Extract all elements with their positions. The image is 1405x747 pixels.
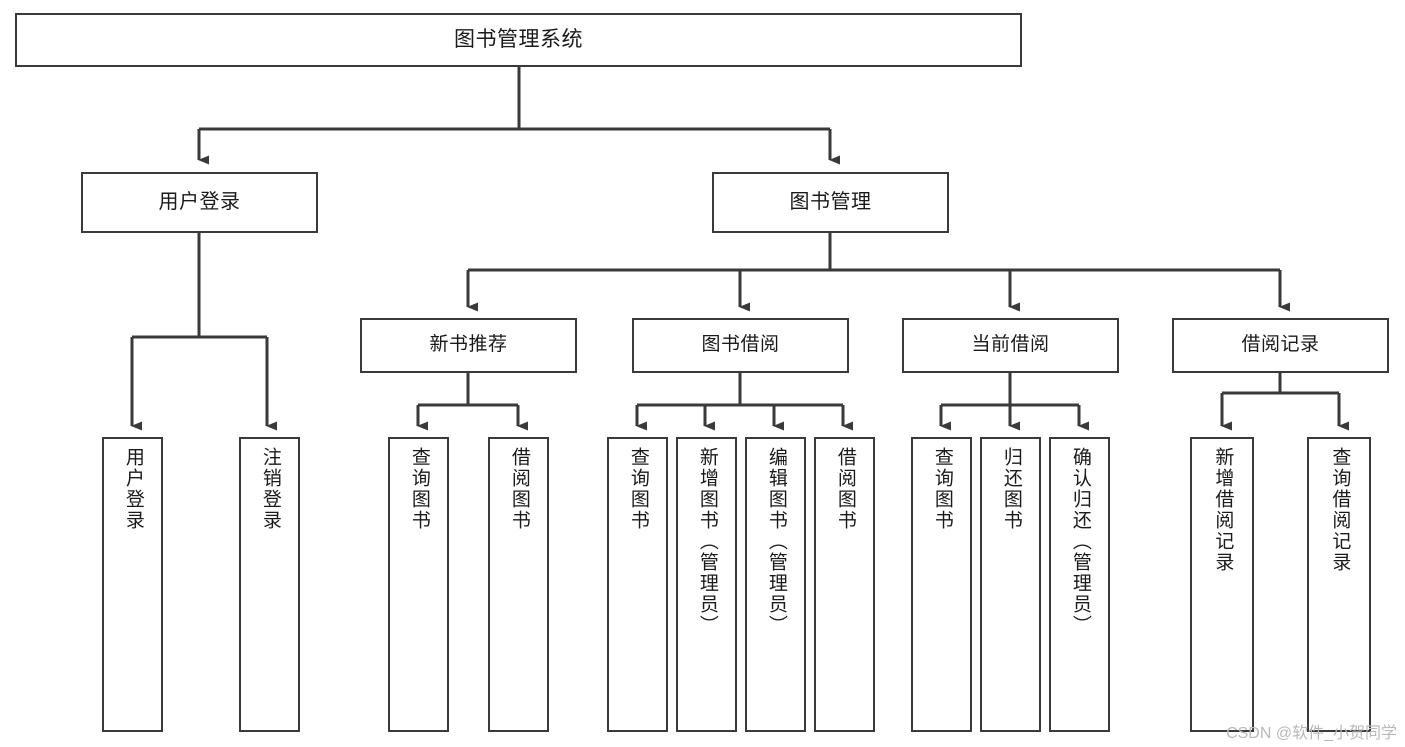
leaf-current-borrow-return-book[interactable]: 归还图书 bbox=[980, 437, 1041, 732]
node-book-borrow[interactable]: 图书借阅 bbox=[632, 318, 849, 373]
node-user-login[interactable]: 用户登录 bbox=[81, 172, 318, 233]
leaf-book-borrow-query-book[interactable]: 查询图书 bbox=[607, 437, 668, 732]
node-label: 当前借阅 bbox=[971, 334, 1050, 356]
node-label: 用户登录 bbox=[122, 447, 144, 531]
node-new-book-recommend[interactable]: 新书推荐 bbox=[360, 318, 577, 373]
node-label: 借阅图书 bbox=[834, 447, 856, 531]
node-label: 图书管理系统 bbox=[454, 27, 583, 51]
node-label: 借阅图书 bbox=[508, 447, 530, 531]
node-label: 查询图书 bbox=[408, 447, 430, 531]
leaf-user-login-login[interactable]: 用户登录 bbox=[102, 437, 163, 732]
leaf-new-book-query-book[interactable]: 查询图书 bbox=[388, 437, 449, 732]
node-label: 新增借阅记录 bbox=[1212, 447, 1234, 573]
node-label: 图书管理 bbox=[789, 190, 872, 213]
node-root-system[interactable]: 图书管理系统 bbox=[15, 13, 1022, 67]
node-book-management[interactable]: 图书管理 bbox=[712, 172, 949, 233]
node-label: 用户登录 bbox=[158, 190, 241, 213]
node-borrow-record[interactable]: 借阅记录 bbox=[1172, 318, 1389, 373]
node-label: 图书借阅 bbox=[701, 334, 780, 356]
node-label: 查询借阅记录 bbox=[1329, 447, 1351, 573]
leaf-new-book-borrow-book[interactable]: 借阅图书 bbox=[488, 437, 549, 732]
leaf-borrow-record-query-record[interactable]: 查询借阅记录 bbox=[1307, 437, 1371, 732]
node-label: 借阅记录 bbox=[1241, 334, 1320, 356]
node-label: 查询图书 bbox=[627, 447, 649, 531]
leaf-user-login-logout[interactable]: 注销登录 bbox=[239, 437, 300, 732]
node-label: 新增图书（管理员） bbox=[696, 447, 718, 636]
leaf-book-borrow-add-book[interactable]: 新增图书（管理员） bbox=[676, 437, 737, 732]
leaf-current-borrow-query-book[interactable]: 查询图书 bbox=[911, 437, 972, 732]
node-label: 编辑图书（管理员） bbox=[765, 447, 787, 636]
leaf-current-borrow-confirm-return[interactable]: 确认归还（管理员） bbox=[1049, 437, 1110, 732]
node-label: 查询图书 bbox=[931, 447, 953, 531]
leaf-borrow-record-add-record[interactable]: 新增借阅记录 bbox=[1190, 437, 1254, 732]
node-current-borrow[interactable]: 当前借阅 bbox=[902, 318, 1119, 373]
node-label: 注销登录 bbox=[259, 447, 281, 531]
csdn-watermark: CSDN @软件_小贺同学 bbox=[1226, 725, 1397, 742]
node-label: 新书推荐 bbox=[429, 334, 508, 356]
leaf-book-borrow-edit-book[interactable]: 编辑图书（管理员） bbox=[745, 437, 806, 732]
leaf-book-borrow-borrow-book[interactable]: 借阅图书 bbox=[814, 437, 875, 732]
node-label: 确认归还（管理员） bbox=[1069, 447, 1091, 636]
node-label: 归还图书 bbox=[1000, 447, 1022, 531]
